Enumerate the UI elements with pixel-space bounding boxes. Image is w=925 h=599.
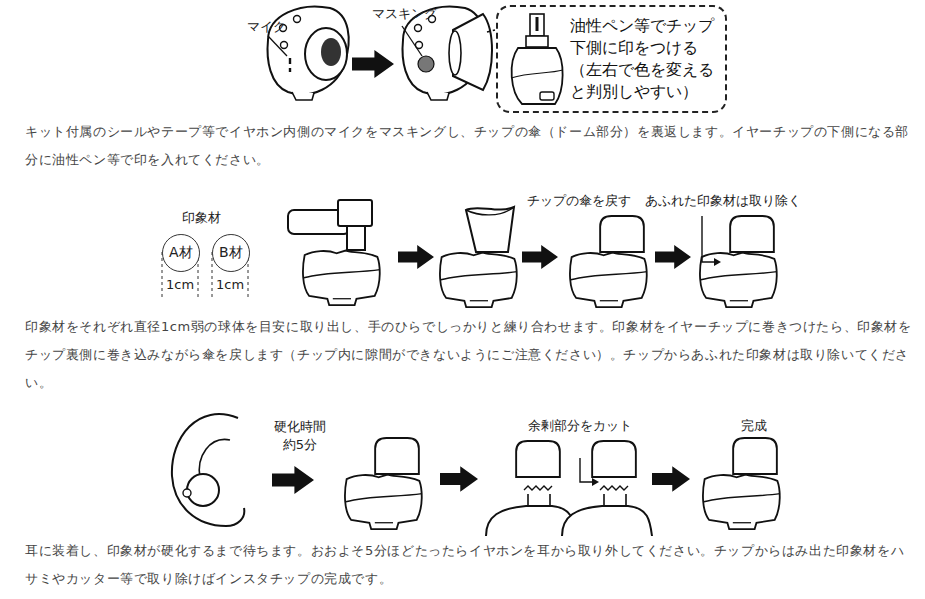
step-arrow	[655, 245, 691, 269]
art-part	[700, 253, 777, 308]
callout-box: 油性ペン等でチップ 下側に印をつける （左右で色を変える と判別しやすい）	[496, 5, 727, 113]
earbud-excess-removed	[700, 216, 777, 307]
art-part	[418, 56, 434, 72]
step-arrow	[652, 466, 690, 491]
art-part	[733, 438, 777, 474]
art-part	[562, 506, 652, 536]
art-part	[466, 207, 514, 252]
art-part	[714, 258, 721, 266]
art-part	[604, 494, 626, 506]
art-part	[294, 16, 301, 23]
art-part	[281, 42, 288, 49]
step-arrow	[352, 50, 394, 78]
art-part	[183, 489, 191, 497]
earbud-hardened	[345, 438, 422, 529]
node-text: B材	[219, 244, 243, 262]
step-label: チップの傘を戻す	[527, 192, 631, 210]
art-part	[449, 31, 461, 75]
instruction-text: キット付属のシールやテープ等でイヤホン内側のマイクをマスキングし、チップの傘（ド…	[25, 118, 915, 174]
part-label: マスキング	[372, 5, 437, 23]
art-part	[600, 486, 628, 490]
art-part	[199, 439, 230, 478]
step-label: 完成	[741, 417, 767, 435]
step-arrow	[272, 466, 314, 494]
leader-line	[402, 26, 422, 56]
ear-outline	[172, 414, 244, 526]
art-part	[415, 25, 422, 32]
earbud-tip-wrapped	[440, 207, 517, 307]
step-arrow	[440, 466, 478, 491]
earbud-tip-restored	[570, 216, 647, 307]
material-circle: B材	[212, 234, 250, 272]
art-part	[345, 475, 422, 530]
part-label: マイク	[247, 18, 286, 36]
tip-marked	[511, 14, 563, 104]
art-part	[592, 441, 636, 477]
art-part	[511, 70, 563, 78]
step-label: 硬化時間 約5分	[270, 418, 330, 453]
art-part	[466, 207, 514, 215]
art-part	[516, 441, 560, 477]
step-label: あふれた印象材は取り除く	[645, 192, 801, 210]
dimension-label: 1cm	[166, 276, 194, 294]
art-part	[526, 36, 548, 47]
art-part	[321, 38, 341, 66]
callout-pointer	[487, 30, 495, 32]
art-part	[592, 478, 599, 486]
art-part	[172, 414, 244, 526]
art-part	[730, 216, 774, 252]
step-arrow	[398, 245, 434, 269]
node-text: 油性ペン等でチップ 下側に印をつける （左右で色を変える と判別しやすい）	[570, 15, 719, 103]
dimension-label: 1cm	[216, 276, 244, 294]
art-part	[187, 474, 219, 506]
earbud-finished	[703, 438, 780, 529]
art-part	[536, 17, 539, 31]
art-part	[570, 253, 647, 308]
art-part	[703, 475, 780, 530]
instruction-text: 耳に装着し、印象材が硬化するまで待ちます。おおよそ5分ほどたったらイヤホンを耳か…	[25, 537, 915, 593]
earbud-with-tip-inverted	[288, 200, 380, 305]
art-part	[292, 92, 314, 100]
node-text: A材	[169, 244, 193, 262]
art-part	[540, 92, 554, 100]
art-part	[427, 92, 449, 100]
art-part	[347, 226, 365, 250]
material-circle: A材	[162, 234, 200, 272]
art-part	[512, 48, 563, 104]
art-part	[702, 216, 716, 262]
art-part	[600, 216, 644, 252]
step-arrow	[522, 245, 558, 269]
art-part	[580, 458, 594, 482]
instruction-text: 印象材をそれぞれ直径1cm弱の球体を目安に取り出し、手のひらでしっかりと練り合わ…	[25, 313, 915, 397]
art-part	[528, 494, 550, 506]
art-part	[338, 200, 372, 226]
art-part	[305, 28, 347, 80]
art-part	[303, 251, 380, 306]
art-part	[530, 14, 544, 36]
leader-line	[268, 36, 287, 56]
step-label: 余剰部分をカット	[528, 417, 632, 435]
art-part	[524, 486, 552, 490]
art-part	[375, 438, 419, 474]
art-part	[440, 253, 517, 308]
tip-cut	[486, 441, 652, 536]
material-label: 印象材	[182, 209, 221, 227]
art-part	[289, 58, 291, 72]
